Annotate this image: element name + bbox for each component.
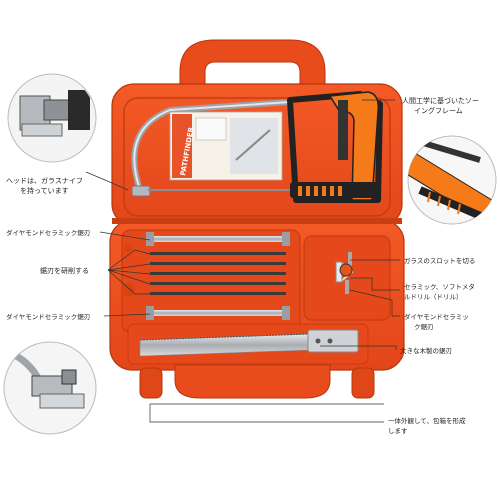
case-handle <box>179 39 326 93</box>
callout-frame-line1: 人間工学に基づいたソー <box>402 97 479 105</box>
callout-glass-slot: ガラスのスロットを切る <box>404 257 476 265</box>
inset-blade-holder <box>3 341 97 435</box>
callout-diamond-bottom: ダイヤモンドセラミック鋸刃 <box>6 313 91 321</box>
callout-ceramic: セラミック、ソフトメタ ルドリル（ドリル） <box>404 282 475 302</box>
grinding-blades <box>150 252 286 295</box>
callout-case-line2: します <box>388 427 408 435</box>
brand-card <box>169 111 283 181</box>
callout-frame: 人間工学に基づいたソー イングフレーム <box>402 96 479 116</box>
wood-saw-blade <box>139 329 359 357</box>
callout-diamond-top: ダイヤモンドセラミック鋸刃 <box>6 229 91 237</box>
callout-case-line1: 一体外観して、包箱を形成 <box>388 417 466 425</box>
callout-nut: ヘッドは、ガラスナイフ を持っています <box>6 176 83 196</box>
callout-nut-line1: ヘッドは、ガラスナイフ <box>6 177 83 185</box>
diamond-blade-top <box>146 232 290 246</box>
inset-wing-nut <box>7 73 97 163</box>
callout-diamond-right: ダイヤモンドセラミッ ク鋸刃 <box>404 312 469 332</box>
callout-grind: 鋸刃を研削する <box>40 267 89 275</box>
diamond-blade-bottom <box>146 306 290 320</box>
callout-frame-line2: イングフレーム <box>414 107 463 115</box>
case-bottom-handle <box>174 364 331 399</box>
callout-lines <box>85 99 400 423</box>
hacksaw <box>131 91 383 203</box>
callout-nut-line2: を持っています <box>20 187 69 195</box>
callout-case: 一体外観して、包箱を形成 します <box>388 416 465 436</box>
callout-ceramic-line1: セラミック、ソフトメタ <box>404 283 475 291</box>
inset-blade-closeup <box>407 135 497 225</box>
callout-diamond-right-line1: ダイヤモンドセラミッ <box>404 313 469 321</box>
callout-ceramic-line2: ルドリル（ドリル） <box>404 293 463 301</box>
callout-diamond-right-line2: ク鋸刃 <box>414 323 434 331</box>
callout-wood: 大きな木製の鋸刃 <box>400 347 452 355</box>
